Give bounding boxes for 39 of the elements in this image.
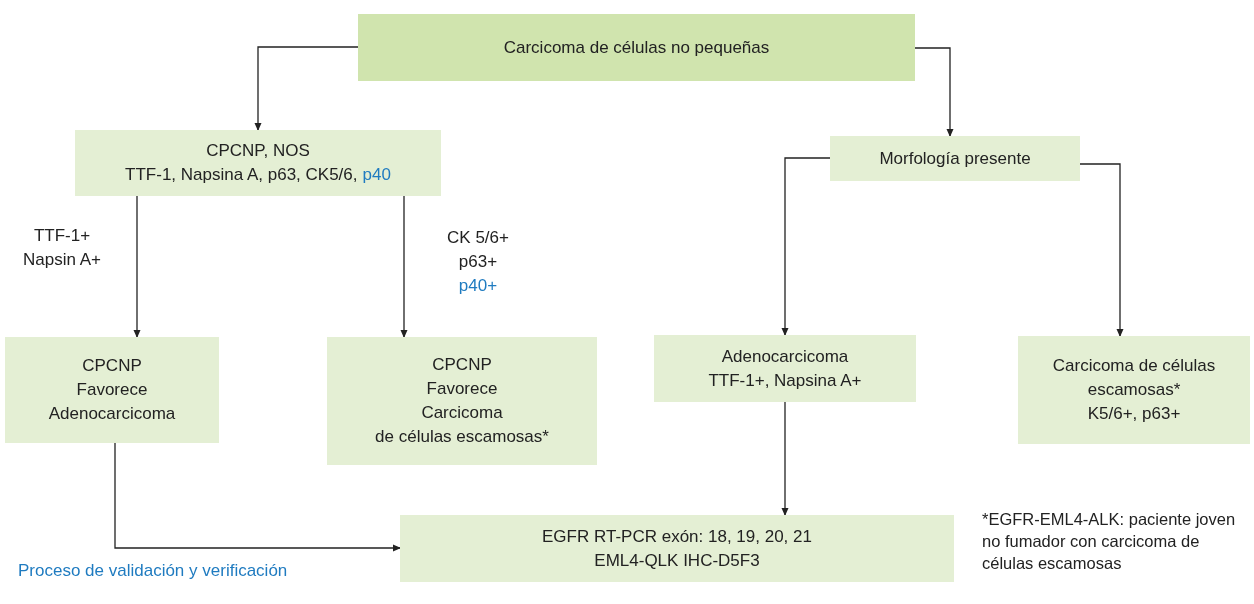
- process-box: [400, 515, 954, 582]
- marker-note: p40+: [457, 275, 499, 297]
- box-text: Favorece: [76, 379, 148, 401]
- arrow: [133, 195, 141, 338]
- arrow: [254, 46, 359, 131]
- marker-text: p40: [362, 165, 391, 184]
- process-box: [75, 130, 441, 196]
- box-text: CPCNP: [82, 355, 142, 377]
- marker-note: CK 5/6+ p63+: [446, 227, 510, 273]
- process-box: [1018, 336, 1250, 444]
- box-text: Carcicoma de células no pequeñas: [503, 36, 770, 59]
- arrow: [400, 195, 408, 338]
- process-note: Proceso de validación y verificación: [18, 560, 289, 582]
- arrow: [781, 157, 831, 336]
- box-text: CPCNP: [432, 354, 492, 376]
- process-box: [830, 136, 1080, 181]
- process-box: [5, 337, 219, 443]
- process-box: [327, 337, 597, 465]
- box-text: Favorece: [426, 378, 498, 400]
- box-text: EML4-QLK IHC-D5F3: [594, 549, 760, 572]
- marker-list: TTF-1, Napsina A, p63, CK5/6,: [125, 165, 358, 184]
- arrow: [914, 47, 954, 137]
- footnote: *EGFR-EML4-ALK: paciente joven no fumador con carcicoma de células escamosas: [982, 509, 1237, 574]
- arrow: [781, 401, 789, 516]
- box-text: Adenocarcicoma: [48, 403, 176, 425]
- box-text: CPCNP, NOS: [206, 140, 310, 162]
- box-text: K5/6+, p63+: [1087, 403, 1181, 425]
- arrow: [114, 442, 401, 552]
- arrow: [1079, 163, 1124, 337]
- box-text: Carcicoma de células escamosas*: [1052, 355, 1216, 401]
- box-text: Carcicoma: [421, 402, 503, 424]
- box-text: Adenocarcicoma: [721, 345, 849, 368]
- box-text: Morfología presente: [879, 147, 1031, 170]
- box-text: de células escamosas*: [375, 426, 549, 448]
- process-box: [654, 335, 916, 402]
- marker-note: TTF-1+ Napsin A+: [22, 225, 102, 271]
- box-text: TTF-1+, Napsina A+: [708, 369, 862, 392]
- process-box: [358, 14, 915, 81]
- box-text: EGFR RT-PCR exón: 18, 19, 20, 21: [542, 525, 812, 548]
